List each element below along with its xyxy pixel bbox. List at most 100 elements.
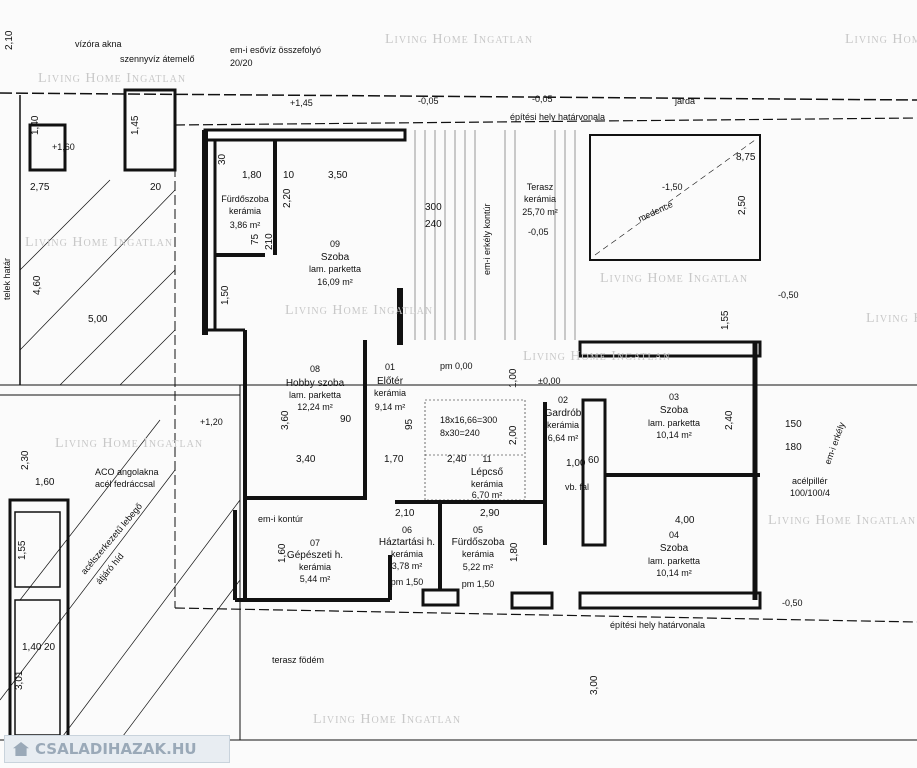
water-meter-label: vízóra akna [75,39,122,49]
dim: 10 [283,170,295,181]
room-05-name: Fürdőszoba [452,537,505,548]
room-03-floor: lam. parketta [648,418,700,428]
dim: 2,30 [20,450,31,470]
dim: 2,00 [508,425,519,445]
room-05-num: 05 [473,525,483,535]
dim: 1,80 [242,170,262,181]
room-09-name: Szoba [321,252,350,263]
room-11-num: 11 [482,454,491,464]
room-labels: 09 Szoba lam. parketta 16,09 m² Fürdőszo… [221,182,700,589]
sewage-label: szennyvíz átemelő [120,54,195,64]
watermark: Living Home Ingatlan [523,349,671,364]
room-09-floor: lam. parketta [309,264,361,274]
room-08-num: 08 [310,364,320,374]
room-03-name: Szoba [660,405,689,416]
room-04-num: 04 [669,530,679,540]
dim: 1,60 [277,543,288,563]
annotations: vízóra akna szennyvíz átemelő em-i esőví… [2,39,847,665]
site-logo: CSALADIHAZAK.HU [4,735,230,763]
room-02-area: 6,64 m² [548,433,579,443]
room-02-num: 02 [558,395,568,405]
dim: 1,55 [720,310,731,330]
contour-label: em-i kontúr [258,514,303,524]
room-07-area: 5,44 m² [300,574,331,584]
level-p120: +1,20 [200,417,223,427]
dim: 75 [250,233,261,245]
watermark: Living Home Ingatlan [313,712,461,727]
room-terrace-name: Terasz [527,182,554,192]
logo-text: CSALADIHAZAK.HU [35,740,197,758]
room-04-name: Szoba [660,543,689,554]
aco-label-2: acél fedráccsal [95,479,155,489]
steel-column-label: acélpillér [792,476,828,486]
dim: 1,40 [30,115,41,135]
room-01-area: 9,14 m² [375,402,406,412]
dim: 1,55 [17,540,28,560]
terrace-hatch [414,130,576,340]
room-03-area: 10,14 m² [656,430,692,440]
room-09-num: 09 [330,239,340,249]
level-pm-zero: pm 0,00 [440,361,473,371]
room-07-name: Gépészeti h. [287,550,343,561]
dim: 150 [785,419,802,430]
room-06-area: 3,78 m² [392,561,423,571]
dimension-labels: 2,10 1,40 1,45 2,75 20 4,60 2,30 1,60 1,… [4,30,802,695]
room-02-floor: kerámia [547,420,579,430]
room-06-name: Háztartási h. [379,537,435,548]
aco-label: ACO angolakna [95,467,159,477]
dim: 1,60 [35,477,55,488]
watermark: Living Home Ingatlan [385,32,533,47]
level-m005-b: -0,05 [532,94,553,104]
room-05-level: pm 1,50 [462,579,495,589]
dim: 1,80 [509,542,520,562]
room-08-name: Hobby szoba [286,378,345,389]
rainwater-size: 20/20 [230,58,253,68]
room-05-floor: kerámia [462,549,494,559]
watermark: Living Home Ingatlan [25,235,173,250]
dim: 3,50 [328,170,348,181]
room-06-num: 06 [402,525,412,535]
room-03-num: 03 [669,392,679,402]
building-line-top: építési hely határvonala [510,112,605,122]
room-06-floor: kerámia [391,549,423,559]
dim: 3,00 [589,675,600,695]
balcony-contour-right: em-i erkély [822,420,847,465]
steel-column-size: 100/100/4 [790,488,830,498]
dim: 4,00 [675,515,695,526]
dim: 2,50 [737,195,748,215]
diagonal-hatch [0,179,241,741]
dim: 240 [425,219,442,230]
level-m005-c: -0,05 [528,227,549,237]
balcony-contour-label: em-i erkély kontúr [482,203,492,275]
area-500: 5,00 [88,314,108,325]
dim: 2,90 [480,508,500,519]
room-01-name: Előtér [377,376,404,387]
room-terrace-floor: kerámia [524,194,556,204]
rainwater-label: em-i esővíz összefolyó [230,45,321,55]
level-zero: ±0,00 [538,376,560,386]
room-terrace-area: 25,70 m² [522,207,558,217]
dim: 300 [425,202,442,213]
stairs-rise: 18x16,66=300 [440,415,497,425]
dim: 2,40 [724,410,735,430]
room-11-floor: kerámia [471,479,503,489]
dim: 20 [44,642,56,653]
pool-level: -1,50 [662,182,683,192]
watermark: Living Home Ingatlan [55,436,203,451]
pool [589,134,761,261]
dim: 1,40 [22,642,42,653]
dim: 2,75 [30,182,50,193]
room-08-floor: lam. parketta [289,390,341,400]
watermarks: Living Home Ingatlan Living Home Ingatla… [25,32,917,727]
dim: 2,10 [4,30,15,50]
level-m050-b: -0,50 [782,598,803,608]
dim: 2,20 [282,188,293,208]
watermark: Living Home Ingatlan [600,271,748,286]
room-11-area: 6,70 m² [472,490,503,500]
room-01-floor: kerámia [374,388,406,398]
dim: 1,00 [508,368,519,388]
watermark: Living Home Ingatlan [768,513,916,528]
dim: 1,45 [130,115,141,135]
